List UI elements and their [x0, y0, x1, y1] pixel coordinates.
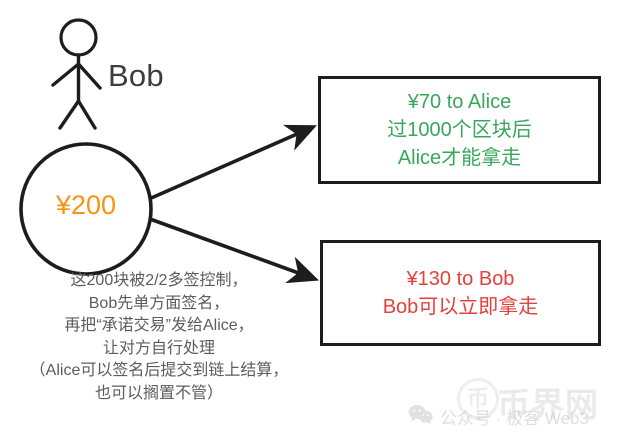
- caption-line-4: 让对方自行处理: [102, 339, 215, 357]
- funding-circle: [19, 142, 153, 276]
- arrow-to-alice-box: [148, 124, 317, 201]
- caption-line-3: 再把“承诺交易”发给Alice，: [64, 317, 254, 334]
- caption-line-6: 也可以搁置不管）: [94, 384, 223, 402]
- caption-block: 这200块被2/2多签控制， Bob先单方面签名， 再把“承诺交易”发给Alic…: [0, 270, 318, 405]
- outcome-bob-line-2: Bob可以立即拿走: [382, 296, 539, 318]
- outcome-box-bob: ¥130 to Bob Bob可以立即拿走: [320, 240, 601, 346]
- outcome-alice-line-1: ¥70 to Alice: [407, 91, 512, 113]
- caption-line-5: （Alice可以签名后提交到链上结算，: [29, 362, 289, 379]
- stick-figure-person-icon: [51, 18, 102, 130]
- funding-amount-label: ¥200: [55, 190, 117, 220]
- arrow-to-bob-box: [149, 217, 320, 284]
- outcome-alice-line-3: Alice才能拿走: [397, 147, 522, 169]
- outcome-alice-line-2: 过1000个区块后: [387, 119, 532, 141]
- caption-line-1: 这200块被2/2多签控制，: [70, 272, 248, 289]
- caption-line-2: Bob先单方面签名，: [88, 294, 230, 312]
- outcome-box-alice: ¥70 to Alice 过1000个区块后 Alice才能拿走: [318, 76, 601, 184]
- actor-name-label: Bob: [108, 58, 164, 93]
- outcome-bob-line-1: ¥130 to Bob: [406, 268, 515, 290]
